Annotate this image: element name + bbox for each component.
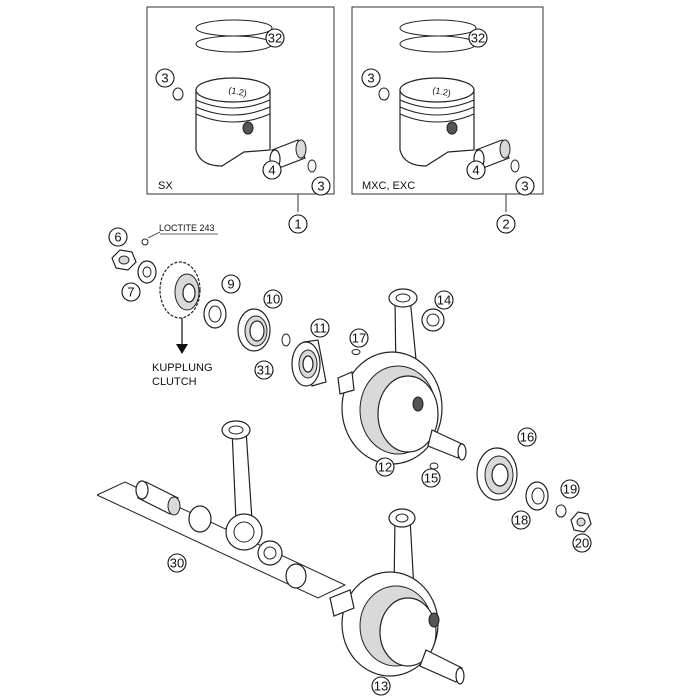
svg-text:7: 7 <box>127 285 134 300</box>
svg-text:2: 2 <box>502 217 509 232</box>
circlip-left-a <box>172 87 184 101</box>
callout-7: 7 <box>121 282 141 302</box>
circlip-right-b <box>510 159 520 173</box>
hex-nut-20 <box>570 511 592 533</box>
crankshaft-assembly-12 <box>337 288 467 465</box>
callout-11: 11 <box>310 318 330 338</box>
callout-20: 20 <box>572 533 592 553</box>
svg-text:3: 3 <box>367 71 374 86</box>
clutch-label-de: KUPPLUNG <box>152 362 213 374</box>
washer-19 <box>555 504 567 518</box>
shaft-seal-18 <box>525 481 549 511</box>
piston-marking-left: (1.2) <box>228 85 248 98</box>
panel-sx-label: SX <box>158 180 173 192</box>
callout-32-right: 32 <box>468 28 488 48</box>
conrod-kit-outline-30 <box>96 481 347 599</box>
svg-text:32: 32 <box>471 31 485 46</box>
crankshaft-13 <box>329 508 465 685</box>
callout-30: 30 <box>167 553 187 573</box>
svg-text:6: 6 <box>114 230 121 245</box>
svg-text:17: 17 <box>352 331 366 346</box>
panel-mxc-label: MXC, EXC <box>362 180 415 192</box>
hex-nut-6 <box>111 249 137 271</box>
svg-text:4: 4 <box>472 163 479 178</box>
callout-18: 18 <box>511 510 531 530</box>
callout-3-right-top: 3 <box>361 68 381 88</box>
clutch-arrow-icon <box>176 344 188 354</box>
main-bearing-16 <box>476 447 518 501</box>
panel-mxc-exc <box>351 6 544 212</box>
callout-3-right-bottom: 3 <box>515 176 535 196</box>
loctite-dot <box>141 238 149 246</box>
piston-ring-set-left <box>195 19 273 53</box>
main-bearing-11 <box>291 339 327 387</box>
piston-right: (1.2) <box>399 77 475 167</box>
callout-9: 9 <box>221 274 241 294</box>
svg-text:31: 31 <box>257 363 271 378</box>
svg-text:10: 10 <box>266 292 280 307</box>
piston-left: (1.2) <box>195 77 271 167</box>
woodruff-key-15 <box>429 462 439 470</box>
primary-gear <box>159 261 201 319</box>
callout-2: 2 <box>496 214 516 234</box>
callout-3-left-bottom: 3 <box>311 176 331 196</box>
callout-19: 19 <box>560 479 580 499</box>
callout-15: 15 <box>421 468 441 488</box>
thrust-washer-b <box>285 563 307 589</box>
callout-32-left: 32 <box>265 28 285 48</box>
svg-text:18: 18 <box>514 513 528 528</box>
svg-text:20: 20 <box>575 536 589 551</box>
crank-pin <box>135 480 181 516</box>
svg-text:13: 13 <box>374 679 388 694</box>
panel-sx <box>146 6 335 212</box>
callout-10: 10 <box>263 289 283 309</box>
o-ring-31 <box>281 333 291 347</box>
piston-pin-right <box>473 139 511 169</box>
piston-marking-right: (1.2) <box>432 85 452 98</box>
clutch-label-en: CLUTCH <box>152 376 197 388</box>
callout-31: 31 <box>254 360 274 380</box>
svg-text:15: 15 <box>424 471 438 486</box>
svg-text:14: 14 <box>437 293 451 308</box>
svg-text:3: 3 <box>161 71 168 86</box>
callout-17: 17 <box>349 328 369 348</box>
svg-text:12: 12 <box>378 460 392 475</box>
washer-7 <box>137 260 157 284</box>
svg-text:30: 30 <box>170 556 184 571</box>
thrust-washer-a <box>188 505 212 533</box>
svg-text:32: 32 <box>268 31 282 46</box>
svg-text:3: 3 <box>521 179 528 194</box>
needle-bearing-14 <box>421 308 445 332</box>
callout-3-left-top: 3 <box>155 68 175 88</box>
svg-text:19: 19 <box>563 482 577 497</box>
shaft-seal-10 <box>237 308 271 352</box>
callout-4-left: 4 <box>262 160 282 180</box>
callout-13: 13 <box>371 676 391 696</box>
callout-6: 6 <box>108 227 128 247</box>
piston-ring-set-right <box>399 19 477 53</box>
spacer-9 <box>203 299 227 329</box>
callout-14: 14 <box>434 290 454 310</box>
svg-text:4: 4 <box>268 163 275 178</box>
svg-text:9: 9 <box>227 277 234 292</box>
connecting-rod <box>221 420 263 551</box>
needle-bearing-big-end <box>257 540 283 566</box>
circlip-left-b <box>307 159 317 173</box>
svg-text:16: 16 <box>520 430 534 445</box>
callout-16: 16 <box>517 427 537 447</box>
svg-text:3: 3 <box>317 179 324 194</box>
woodruff-key-17 <box>351 349 361 355</box>
loctite-note: LOCTITE 243 <box>159 223 215 233</box>
callout-12: 12 <box>375 457 395 477</box>
callout-4-right: 4 <box>466 160 486 180</box>
circlip-right-a <box>378 87 390 101</box>
svg-text:11: 11 <box>313 321 327 336</box>
svg-text:1: 1 <box>294 217 301 232</box>
callout-1: 1 <box>288 214 308 234</box>
